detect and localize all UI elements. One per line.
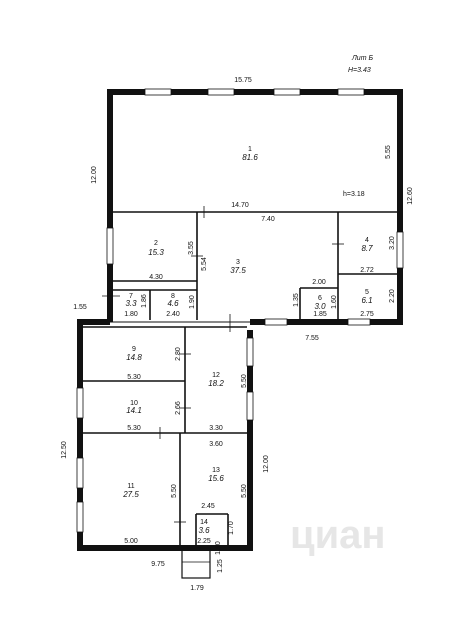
dim-label: 2.40: [166, 311, 180, 318]
room-number-13: 13: [212, 467, 220, 474]
dim-label: 5.50: [241, 484, 248, 498]
window: [246, 391, 254, 421]
dim-label: 2.00: [312, 279, 326, 286]
room-labels: 1 81.6 2 15.3 3 37.5 4 8.7 5 6.1 6 3.0 7…: [122, 146, 373, 535]
room-area-12: 18.2: [208, 379, 224, 388]
room-number-6: 6: [318, 295, 322, 302]
room-area-5: 6.1: [361, 296, 372, 305]
dim-label: 1.60: [331, 295, 338, 309]
window: [76, 457, 84, 489]
dim-label: 3.55: [188, 241, 195, 255]
room-area-7: 3.3: [125, 299, 137, 308]
dim-label: 1.79: [190, 585, 204, 592]
windows: [76, 88, 404, 533]
dim-label: 2.80: [175, 347, 182, 361]
dim-label: 3.30: [209, 425, 223, 432]
watermark-text: циан: [290, 513, 386, 557]
dim-label: 1.70: [228, 521, 235, 535]
dim-label: 2.75: [360, 311, 374, 318]
dim-label: 1.60: [215, 541, 222, 555]
room-area-3: 37.5: [230, 266, 246, 275]
doors: [102, 206, 344, 523]
window: [337, 88, 365, 96]
dim-label: 1.80: [124, 311, 138, 318]
porch: [181, 547, 211, 579]
dim-label: 9.75: [151, 561, 165, 568]
room-number-4: 4: [365, 237, 369, 244]
dim-label: 5.30: [127, 425, 141, 432]
room-number-3: 3: [236, 259, 240, 266]
room-number-12: 12: [212, 372, 220, 379]
dim-label: 5.55: [385, 145, 392, 159]
dim-label: 12.50: [61, 441, 68, 459]
dim-label: 12.00: [263, 455, 270, 473]
height-label: H=3.43: [348, 67, 371, 74]
dim-label: 1.85: [313, 311, 327, 318]
room-number-11: 11: [127, 483, 134, 490]
room-area-14: 3.6: [198, 526, 210, 535]
room-area-1: 81.6: [242, 153, 258, 162]
dim-label: 1.25: [217, 559, 224, 573]
dim-label: 1.90: [189, 295, 196, 309]
window: [76, 501, 84, 533]
upper-block-outline: [107, 89, 403, 330]
dim-label: 3.20: [389, 236, 396, 250]
window: [396, 231, 404, 269]
dim-label: h=3.18: [343, 191, 365, 198]
window: [106, 227, 114, 265]
upper-inner-outline: [109, 91, 401, 323]
room-area-9: 14.8: [126, 353, 142, 362]
dim-label: 15.75: [234, 77, 252, 84]
room-area-13: 15.6: [208, 474, 224, 483]
lit-label: Лит Б: [351, 55, 373, 62]
dim-label: 2.66: [175, 401, 182, 415]
window: [76, 387, 84, 419]
room-area-2: 15.3: [148, 248, 164, 257]
dim-label: 5.50: [241, 374, 248, 388]
room-number-10: 10: [130, 400, 138, 407]
lower-block-outline: [77, 319, 253, 551]
room-number-1: 1: [248, 146, 252, 153]
dim-label: 7.40: [261, 216, 275, 223]
dim-label: 1.86: [141, 294, 148, 308]
dim-label: 1.55: [73, 304, 87, 311]
room-number-7: 7: [129, 293, 133, 300]
entrance-porch: [181, 547, 211, 579]
dim-label: 2.25: [197, 538, 211, 545]
dim-label: 5.30: [127, 374, 141, 381]
dim-label: 5.00: [124, 538, 138, 545]
window: [207, 88, 235, 96]
dim-label: 2.20: [389, 289, 396, 303]
window: [273, 88, 301, 96]
window: [246, 337, 254, 367]
room-area-6: 3.0: [314, 302, 326, 311]
partitions: [83, 211, 397, 546]
room-number-5: 5: [365, 289, 369, 296]
dim-label: 3.60: [209, 441, 223, 448]
dim-label: 2.45: [201, 503, 215, 510]
room-area-4: 8.7: [361, 244, 373, 253]
room-number-14: 14: [200, 519, 208, 526]
dim-label: 2.72: [360, 267, 374, 274]
dim-label: 1.35: [293, 293, 300, 307]
window: [144, 88, 172, 96]
dim-label: 12.00: [91, 166, 98, 184]
room-number-9: 9: [132, 346, 136, 353]
outer-walls: [77, 89, 403, 551]
dim-label: 12.60: [407, 187, 414, 205]
dimension-labels: 15.75 12.00 5.55 12.60 h=3.18 14.70 7.40…: [61, 77, 414, 592]
dim-label: 5.50: [171, 484, 178, 498]
room-number-8: 8: [171, 293, 175, 300]
room-area-10: 14.1: [126, 406, 142, 415]
dim-label: 4.30: [149, 274, 163, 281]
window: [347, 318, 371, 326]
room-area-11: 27.5: [122, 490, 139, 499]
dim-label: 7.55: [305, 335, 319, 342]
window: [264, 318, 288, 326]
room-area-8: 4.6: [167, 299, 179, 308]
dim-label: 14.70: [231, 202, 249, 209]
dim-label: 5.54: [201, 257, 208, 271]
room-number-2: 2: [154, 240, 158, 247]
